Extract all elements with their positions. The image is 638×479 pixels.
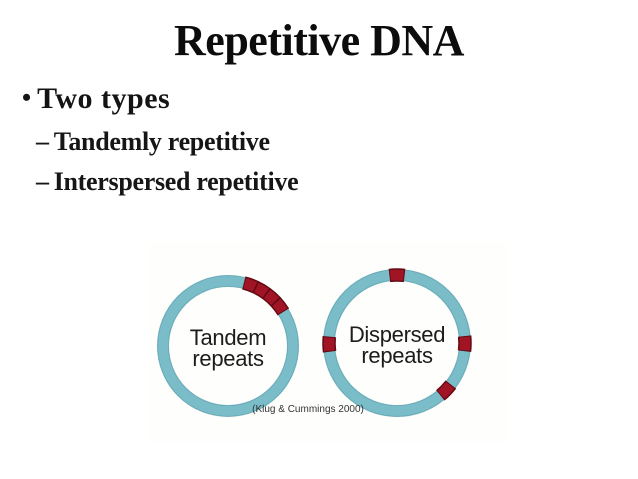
figure-citation: (Klug & Cummings 2000) [252, 404, 364, 415]
bullet-tandemly-repetitive: –Tandemly repetitive [36, 127, 270, 157]
bullet-tandemly-repetitive-label: Tandemly repetitive [53, 127, 270, 156]
dash-marker: – [36, 127, 49, 156]
tandem-repeat-segment [263, 289, 279, 305]
slide-title: Repetitive DNA [174, 16, 464, 65]
dispersed-ring [322, 268, 472, 418]
bullet-two-types: •Two types [22, 82, 170, 116]
tandem-chromosome-ring [157, 275, 299, 417]
tandem-ring-inner-edge [167, 285, 289, 407]
dispersed-repeats-label: Dispersed repeats [348, 322, 446, 368]
dash-marker: – [36, 167, 49, 196]
dispersed-repeat-segment [437, 381, 455, 399]
tandem-repeat-segment [254, 282, 269, 298]
bullet-interspersed-repetitive-label: Interspersed repetitive [53, 167, 299, 196]
tandem-repeats-label: Tandem repeats [189, 325, 267, 371]
tandem-ring [156, 274, 300, 418]
plasmid-rings-illustration [156, 268, 472, 418]
repeats-figure: Tandem repeats Dispersed repeats (Klug &… [148, 243, 508, 443]
tandem-repeat-segment [272, 298, 288, 314]
bullet-two-types-label: Two types [37, 82, 171, 115]
tandem-repeat-segment [243, 278, 258, 292]
bullet-dot-marker: • [22, 83, 32, 112]
tandem-ring-outer-edge [156, 274, 300, 418]
bullet-interspersed-repetitive: –Interspersed repetitive [36, 167, 299, 197]
